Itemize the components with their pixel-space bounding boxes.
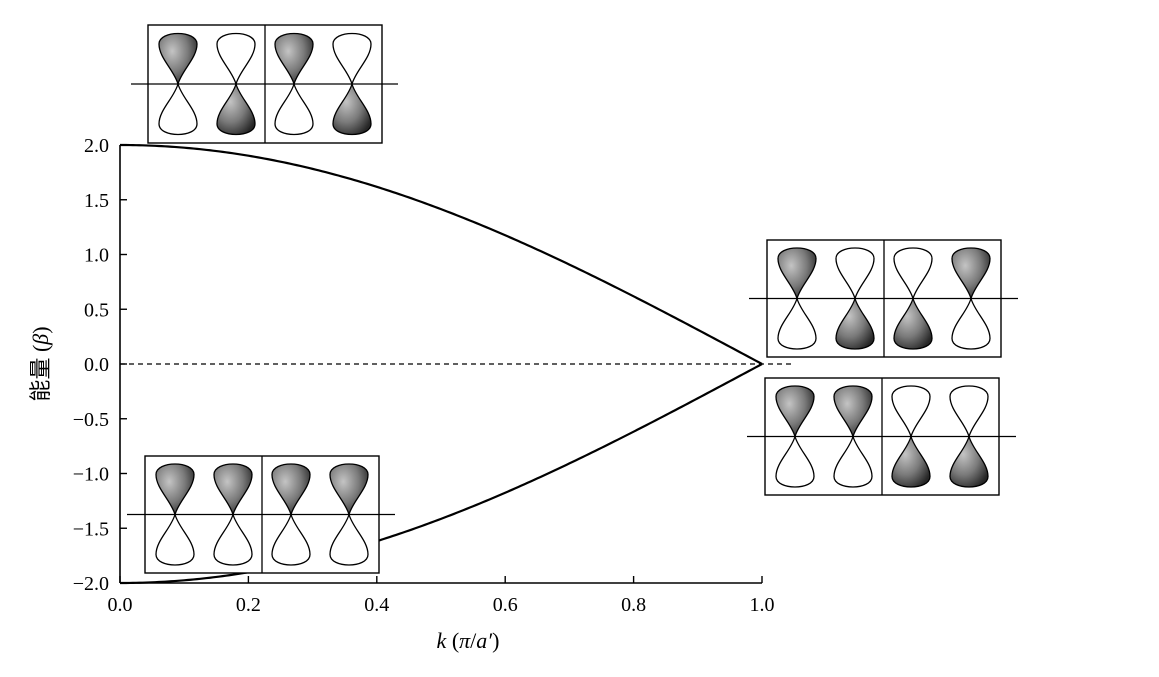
p-orbital [775,385,815,488]
zone-boundary-orbitals-lower [747,377,1016,496]
p-orbital [949,385,989,488]
p-orbital [216,32,256,136]
open-lobe [213,512,253,566]
open-lobe [329,512,369,566]
p-orbital [835,247,875,350]
x-tick-label: 1.0 [750,594,775,616]
shaded-lobe [891,434,931,488]
upper-band-line [119,143,763,365]
open-lobe [274,81,314,136]
p-orbital [213,463,253,566]
p-orbital [329,463,369,566]
open-lobe [158,81,198,136]
p-orbital [158,32,198,136]
shaded-lobe [271,463,311,517]
x-tick-label: 0.4 [364,594,389,616]
open-lobe [271,512,311,566]
p-orbital [833,385,873,488]
series-layer [119,143,763,585]
x-tick-label: 0.2 [236,594,261,616]
open-lobe [216,32,256,87]
shaded-lobe [949,434,989,488]
open-lobe [893,247,933,301]
open-lobe [155,512,195,566]
open-lobe [949,385,989,439]
shaded-lobe [777,247,817,301]
lower-band-line [119,363,763,585]
shaded-lobe [216,81,256,136]
y-axis-title: 能量 (β) [28,326,53,401]
y-tick-label: 2.0 [84,135,109,157]
x-tick-label: 0.6 [493,594,518,616]
y-tick-label: −2.0 [73,573,109,595]
x-tick-label: 0.0 [108,594,133,616]
shaded-lobe [158,32,198,87]
shaded-lobe [332,81,372,136]
shaded-lobe [951,247,991,301]
p-orbital [155,463,195,566]
open-lobe [332,32,372,87]
y-tick-label: 0.5 [84,299,109,321]
shaded-lobe [155,463,195,517]
p-orbital [271,463,311,566]
y-tick-label: 0.0 [84,354,109,376]
y-tick-label: 1.0 [84,245,109,267]
open-lobe [951,296,991,350]
p-orbital [274,32,314,136]
shaded-lobe [775,385,815,439]
bottom-band-edge-orbitals [127,455,395,574]
p-orbital [777,247,817,350]
x-ticks: 0.0 0.2 0.4 0.6 0.8 1.0 [108,576,775,616]
p-orbital [951,247,991,350]
y-tick-label: −1.0 [73,464,109,486]
open-lobe [835,247,875,301]
open-lobe [777,296,817,350]
y-tick-label: −1.5 [73,518,109,540]
shaded-lobe [274,32,314,87]
shaded-lobe [833,385,873,439]
x-axis-title: k (π/a′) [437,628,500,653]
shaded-lobe [329,463,369,517]
shaded-lobe [213,463,253,517]
p-orbital [893,247,933,350]
shaded-lobe [893,296,933,350]
p-orbital [891,385,931,488]
shaded-lobe [835,296,875,350]
orbital-insets [127,24,1018,574]
p-orbital [332,32,372,136]
open-lobe [775,434,815,488]
open-lobe [891,385,931,439]
y-ticks: 2.0 1.5 1.0 0.5 0.0 −0.5 −1.0 −1.5 −2.0 [73,135,127,595]
x-tick-label: 0.8 [621,594,646,616]
zone-boundary-orbitals-upper [749,239,1018,358]
y-tick-label: −0.5 [73,409,109,431]
open-lobe [833,434,873,488]
top-band-edge-orbitals [131,24,398,144]
y-tick-label: 1.5 [84,190,109,212]
